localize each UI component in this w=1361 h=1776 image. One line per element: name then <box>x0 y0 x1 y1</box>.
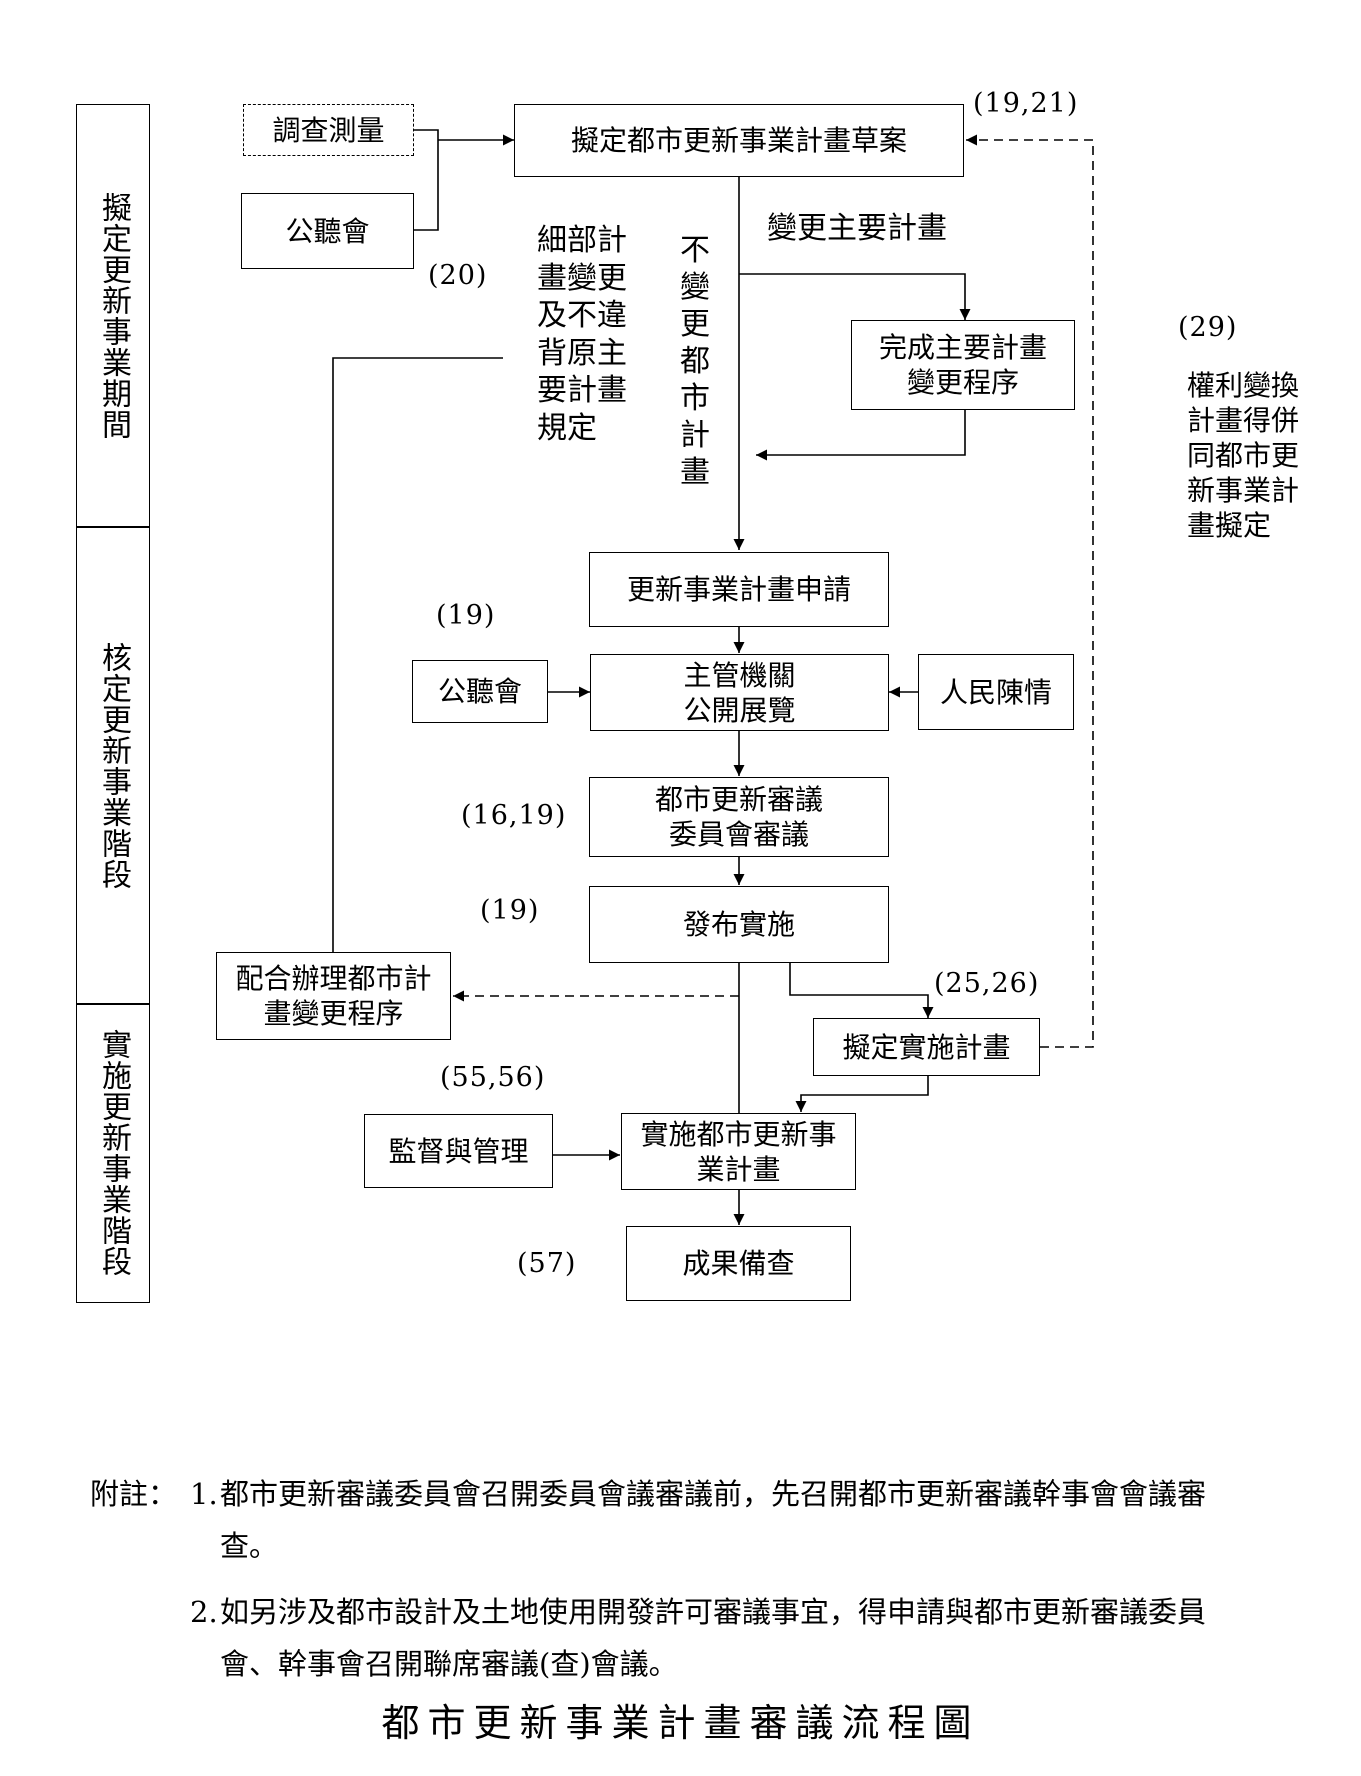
ref-19-b: (19) <box>480 895 540 926</box>
notes: 附註： 1. 都市更新審議委員會召開委員會議審議前，先召開都市更新審議幹事會會議… <box>90 1468 1290 1690</box>
implementation-plan-box: 擬定實施計畫 <box>813 1018 1040 1076</box>
change-main-plan-label: 變更主要計畫 <box>767 211 947 246</box>
survey-box: 調查測量 <box>243 104 414 156</box>
supervision-box: 監督與管理 <box>364 1114 553 1188</box>
draft-plan-box: 擬定都市更新事業計畫草案 <box>514 104 964 177</box>
petition-box: 人民陳情 <box>918 654 1074 730</box>
note-2: 2. 如另涉及都市設計及土地使用開發許可審議事宜，得申請與都市更新審議委員會、幹… <box>90 1586 1290 1690</box>
no-city-plan-change-label: 不 變 更 都 市 計 畫 <box>680 233 710 490</box>
phase-approval: 核定更新事業階段 <box>76 526 150 1005</box>
public-hearing-box-2: 公聽會 <box>412 660 548 723</box>
record-box: 成果備查 <box>626 1226 851 1301</box>
diagram-title: 都市更新事業計畫審議流程圖 <box>381 1701 980 1745</box>
note-text: 如另涉及都市設計及土地使用開發許可審議事宜，得申請與都市更新審議委員會、幹事會召… <box>220 1595 1207 1681</box>
application-box: 更新事業計畫申請 <box>589 552 889 627</box>
publish-box: 發布實施 <box>589 886 889 963</box>
review-committee-box: 都市更新審議 委員會審議 <box>589 777 889 857</box>
note-text: 都市更新審議委員會召開委員會議審議前，先召開都市更新審議幹事會會議審查。 <box>220 1477 1207 1563</box>
detail-plan-change-label: 細部計 畫變更 及不違 背原主 要計畫 規定 <box>537 223 627 446</box>
phase-implementation: 實施更新事業階段 <box>76 1003 150 1303</box>
rights-conversion-label: 權利變換 計畫得併 同都市更 新事業計 畫擬定 <box>1187 369 1300 542</box>
ref-25-26: (25,26) <box>934 968 1040 999</box>
ref-19-21: (19,21) <box>973 88 1079 119</box>
ref-55-56: (55,56) <box>440 1062 546 1093</box>
phase-label: 核定更新事業階段 <box>96 641 131 890</box>
note-number: 1. <box>190 1477 218 1511</box>
notes-prefix: 附註： <box>90 1477 178 1511</box>
phase-label: 實施更新事業階段 <box>96 1029 131 1277</box>
ref-19-a: (19) <box>436 600 496 631</box>
public-hearing-box: 公聽會 <box>241 193 414 269</box>
ref-29: (29) <box>1178 312 1238 343</box>
ref-20: (20) <box>428 260 488 291</box>
main-plan-change-box: 完成主要計畫 變更程序 <box>851 320 1075 410</box>
public-exhibition-box: 主管機關 公開展覽 <box>590 654 889 731</box>
note-1: 附註： 1. 都市更新審議委員會召開委員會議審議前，先召開都市更新審議幹事會會議… <box>90 1468 1290 1572</box>
ref-16-19: (16,19) <box>461 800 567 831</box>
phase-drafting: 擬定更新事業期間 <box>76 104 150 528</box>
execute-plan-box: 實施都市更新事 業計畫 <box>621 1113 856 1190</box>
note-number: 2. <box>190 1595 218 1629</box>
ref-57: (57) <box>517 1248 577 1279</box>
city-plan-change-box: 配合辦理都市計 畫變更程序 <box>216 952 451 1040</box>
phase-label: 擬定更新事業期間 <box>96 192 131 440</box>
